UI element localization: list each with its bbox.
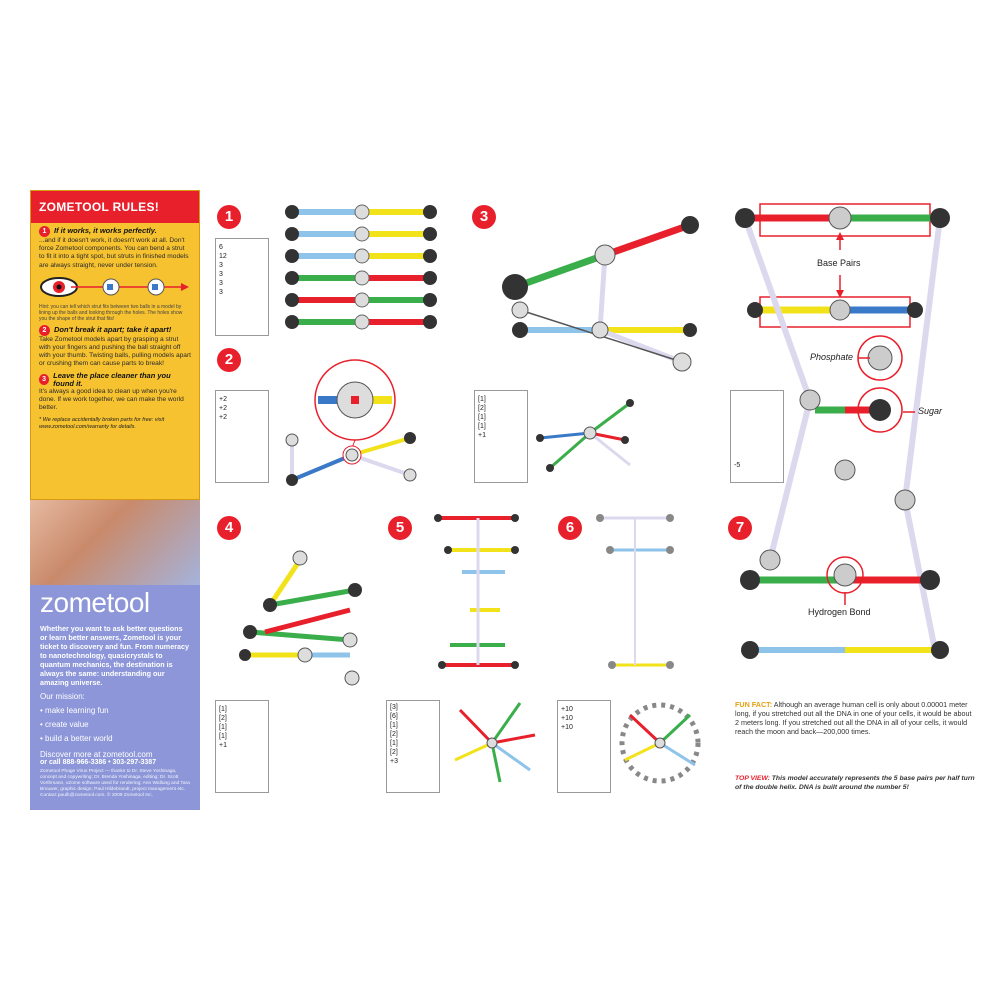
- parts-count: [1]: [390, 722, 398, 729]
- credits: Zometool Phage Virus Project — thanks to…: [40, 769, 190, 798]
- sidebar: ZOMETOOL RULES! 1 If it works, it works p…: [30, 190, 200, 810]
- step1-struts: [285, 204, 437, 330]
- rule-number: 2: [39, 324, 50, 336]
- parts-list-4: [1] [2] [1] [1] +1: [215, 700, 269, 793]
- brand-panel: zometool Whether you want to ask better …: [30, 500, 200, 810]
- sugar-label: Sugar: [918, 406, 943, 416]
- step-6-badge: 6: [558, 516, 582, 540]
- rule-body: It's always a good idea to clean up when…: [39, 388, 184, 412]
- rule-heading: Don't break it apart; take it apart!: [54, 325, 172, 335]
- eye-illustration: [31, 272, 199, 302]
- rules-title: ZOMETOOL RULES!: [31, 191, 199, 223]
- phone-numbers: or call 888-966-3386 • 303-297-3387: [40, 759, 157, 766]
- fun-fact: FUN FACT: Although an average human cell…: [735, 700, 975, 736]
- parts-count: 3: [219, 289, 223, 296]
- step7-dna: [735, 203, 950, 659]
- parts-count: +10: [561, 706, 573, 713]
- step-4-badge: 4: [217, 516, 241, 540]
- hydrogen-bond-label: Hydrogen Bond: [808, 607, 871, 617]
- step6-model: [596, 514, 701, 784]
- parts-count: +1: [478, 432, 486, 439]
- parts-count: [2]: [478, 405, 486, 412]
- mission-item: • create value: [40, 720, 89, 729]
- parts-count: +3: [390, 758, 398, 765]
- parts-count: +10: [561, 715, 573, 722]
- phosphate-label: Phosphate: [810, 352, 854, 362]
- rule-number: 3: [39, 374, 50, 386]
- hint-text: Hint: you can tell which strut fits betw…: [39, 303, 183, 322]
- step2-model: [285, 359, 417, 486]
- parts-list-1: 6 12 3 3 3 3: [215, 238, 269, 336]
- replace-note: * We replace accidentally broken parts f…: [39, 416, 165, 430]
- parts-list-3: [1] [2] [1] [1] +1: [474, 390, 528, 483]
- rule-body: Take Zometool models apart by grasping a…: [39, 335, 191, 368]
- fun-fact-text: Although an average human cell is only a…: [735, 700, 972, 736]
- base-pairs-label: Base Pairs: [817, 258, 861, 268]
- rule-number: 1: [39, 226, 50, 237]
- parts-count: [1]: [478, 414, 486, 421]
- parts-count: 3: [219, 262, 223, 269]
- parts-count: [2]: [390, 731, 398, 738]
- step3-model: [502, 216, 699, 472]
- parts-count: [2]: [219, 715, 227, 722]
- parts-count: 6: [219, 244, 223, 251]
- step-3-badge: 3: [472, 205, 496, 229]
- parts-count: +2: [219, 396, 227, 403]
- parts-count: [1]: [478, 423, 486, 430]
- parts-count: +1: [219, 742, 227, 749]
- parts-count: 3: [219, 280, 223, 287]
- step-7-badge: 7: [728, 516, 752, 540]
- parts-count: +10: [561, 724, 573, 731]
- top-view-text: This model accurately represents the 5 b…: [735, 775, 975, 791]
- parts-count: [1]: [219, 724, 227, 731]
- parts-list-5: [3] [6] [1] [2] [1] [2] +3: [386, 700, 440, 793]
- parts-count: [1]: [390, 740, 398, 747]
- parts-count: 3: [219, 271, 223, 278]
- parts-count: [1]: [219, 733, 227, 740]
- parts-count: [1]: [219, 706, 227, 713]
- step-5-badge: 5: [388, 516, 412, 540]
- parts-count: -5: [734, 462, 741, 469]
- mission-label: Our mission:: [40, 692, 85, 701]
- parts-count: 12: [219, 253, 227, 260]
- rule-heading: If it works, it works perfectly.: [54, 226, 157, 236]
- step-2-badge: 2: [217, 348, 241, 372]
- parts-count: [2]: [390, 749, 398, 756]
- parts-list-7: -5: [730, 390, 784, 483]
- parts-list-6: +10 +10 +10: [557, 700, 611, 793]
- zometool-logo: zometool: [40, 587, 150, 618]
- fun-fact-label: FUN FACT:: [735, 700, 773, 709]
- parts-list-2: +2 +2 +2: [215, 390, 269, 483]
- mission-item: • build a better world: [40, 734, 113, 743]
- rule-body: ...and if it doesn't work, it doesn't wo…: [39, 237, 189, 269]
- rules-panel: ZOMETOOL RULES! 1 If it works, it works p…: [30, 190, 200, 500]
- step4-model: [239, 550, 362, 686]
- step5-model: [434, 514, 536, 783]
- parts-count: [3]: [390, 704, 398, 711]
- pitch-text: Whether you want to ask better questions…: [40, 624, 189, 687]
- rule-heading: Leave the place cleaner than you found i…: [53, 370, 171, 388]
- parts-count: [1]: [478, 396, 486, 403]
- parts-count: +2: [219, 414, 227, 421]
- child-photo: [30, 500, 200, 585]
- discover-link[interactable]: Discover more at zometool.com: [40, 750, 153, 759]
- top-view-note: TOP VIEW: This model accurately represen…: [735, 775, 975, 792]
- step-1-badge: 1: [217, 205, 241, 229]
- rule-1: 1 If it works, it works perfectly. ...and…: [31, 223, 199, 270]
- top-view-label: TOP VIEW:: [735, 775, 770, 782]
- rule-2: 2 Don't break it apart; take it apart! Ta…: [31, 322, 199, 369]
- parts-count: +2: [219, 405, 227, 412]
- parts-count: [6]: [390, 713, 398, 720]
- mission-item: • make learning fun: [40, 706, 109, 715]
